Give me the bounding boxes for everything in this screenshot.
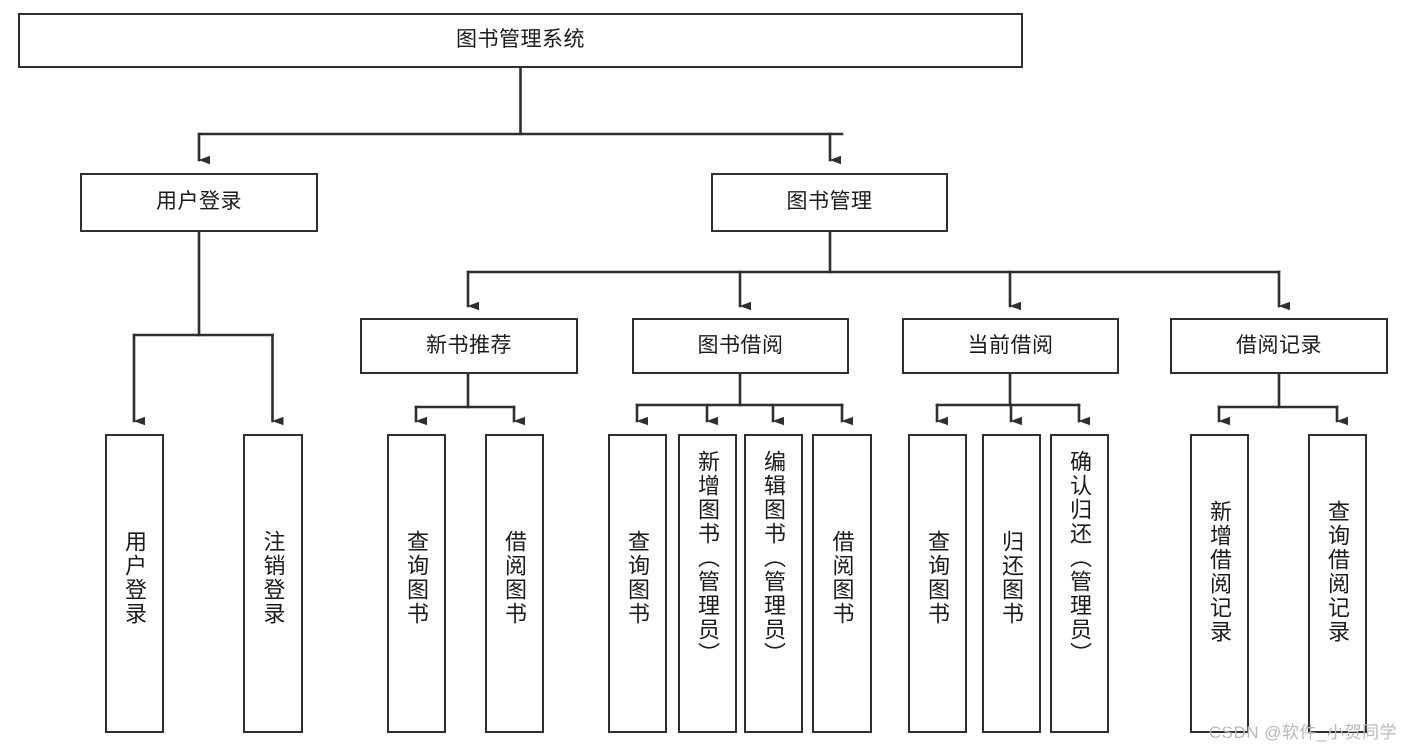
node-leaf-borrow-book-rec-label: 借阅图书 [502,530,528,626]
node-leaf-return-book[interactable]: 归还图书 [982,434,1041,733]
node-root-label: 图书管理系统 [456,28,585,52]
node-book-manage-label: 图书管理 [786,190,873,214]
node-user-login[interactable]: 用户登录 [80,173,318,232]
node-borrow-record-label: 借阅记录 [1236,333,1322,357]
node-leaf-query-borrow-record-label: 查询借阅记录 [1325,500,1351,644]
node-leaf-confirm-return-admin[interactable]: 确认归还（管理员） [1050,434,1109,733]
node-book-manage[interactable]: 图书管理 [711,173,948,232]
node-leaf-user-login-label: 用户登录 [122,530,148,626]
node-current-borrow[interactable]: 当前借阅 [902,318,1119,374]
node-leaf-query-book-rec[interactable]: 查询图书 [387,434,446,733]
node-borrow-record[interactable]: 借阅记录 [1170,318,1388,374]
node-leaf-query-borrow-record[interactable]: 查询借阅记录 [1308,434,1367,733]
node-leaf-query-book-rec-label: 查询图书 [404,530,430,626]
node-book-borrow-label: 图书借阅 [697,333,784,357]
node-leaf-query-book-borrow-label: 查询图书 [625,530,651,626]
node-leaf-user-logout[interactable]: 注销登录 [243,434,303,733]
node-new-book-rec[interactable]: 新书推荐 [360,318,578,374]
node-root[interactable]: 图书管理系统 [18,13,1023,68]
node-leaf-query-book-current[interactable]: 查询图书 [908,434,967,733]
node-user-login-label: 用户登录 [156,190,242,214]
node-current-borrow-label: 当前借阅 [967,333,1054,357]
node-leaf-return-book-label: 归还图书 [999,530,1025,626]
node-leaf-edit-book-admin-label: 编辑图书（管理员） [761,450,787,666]
node-leaf-query-book-borrow[interactable]: 查询图书 [608,434,667,733]
node-leaf-borrow-book-rec[interactable]: 借阅图书 [485,434,544,733]
node-leaf-user-logout-label: 注销登录 [260,530,286,626]
node-leaf-add-book-admin-label: 新增图书（管理员） [695,450,721,666]
node-new-book-rec-label: 新书推荐 [426,333,512,357]
node-leaf-add-borrow-record-label: 新增借阅记录 [1207,500,1233,644]
node-leaf-borrow-book[interactable]: 借阅图书 [812,434,872,733]
node-leaf-add-book-admin[interactable]: 新增图书（管理员） [678,434,737,733]
node-leaf-user-login[interactable]: 用户登录 [105,434,164,733]
node-leaf-borrow-book-label: 借阅图书 [829,530,855,626]
watermark-label: CSDN @软件_小贺同学 [1208,723,1397,742]
node-leaf-query-book-current-label: 查询图书 [925,530,951,626]
node-leaf-edit-book-admin[interactable]: 编辑图书（管理员） [744,434,803,733]
node-leaf-confirm-return-admin-label: 确认归还（管理员） [1067,450,1093,666]
node-book-borrow[interactable]: 图书借阅 [632,318,849,374]
node-leaf-add-borrow-record[interactable]: 新增借阅记录 [1190,434,1249,733]
